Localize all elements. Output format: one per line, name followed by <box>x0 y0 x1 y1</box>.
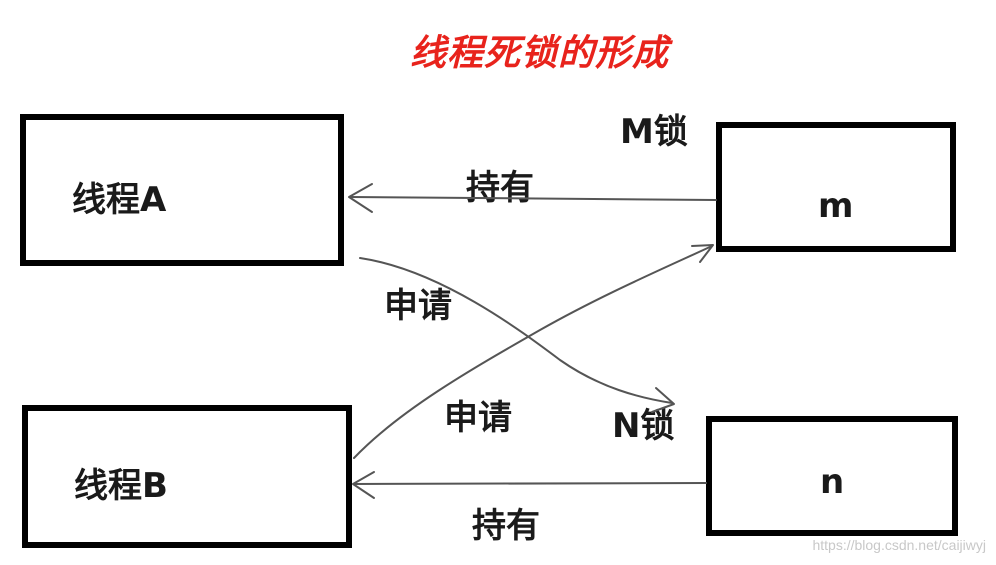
arrow-b-requests-m <box>353 244 714 459</box>
arrow-a-requests-n <box>359 257 675 413</box>
edge-b-holds-n-label: 持有 <box>472 506 540 546</box>
edge-a-holds-m-label: 持有 <box>466 168 534 208</box>
lock-n-box <box>706 416 958 536</box>
edge-a-requests-n-label: 申请 <box>384 286 452 326</box>
thread-b-label: 线程B <box>74 466 168 506</box>
arrow-a-holds-m <box>348 183 717 213</box>
watermark: https://blog.csdn.net/caijiwyj <box>812 537 986 553</box>
arrow-b-holds-n <box>352 471 707 499</box>
lock-m-name: M锁 <box>620 112 688 152</box>
lock-m-box <box>716 122 956 252</box>
thread-a-box <box>20 114 344 266</box>
lock-n-label: n <box>820 462 845 502</box>
diagram-title: 线程死锁的形成 <box>410 33 670 74</box>
thread-b-box <box>22 405 352 548</box>
lock-n-name: N锁 <box>612 406 675 446</box>
edge-b-requests-m-label: 申请 <box>444 398 512 438</box>
lock-m-label: m <box>818 186 854 226</box>
thread-a-label: 线程A <box>72 180 167 220</box>
